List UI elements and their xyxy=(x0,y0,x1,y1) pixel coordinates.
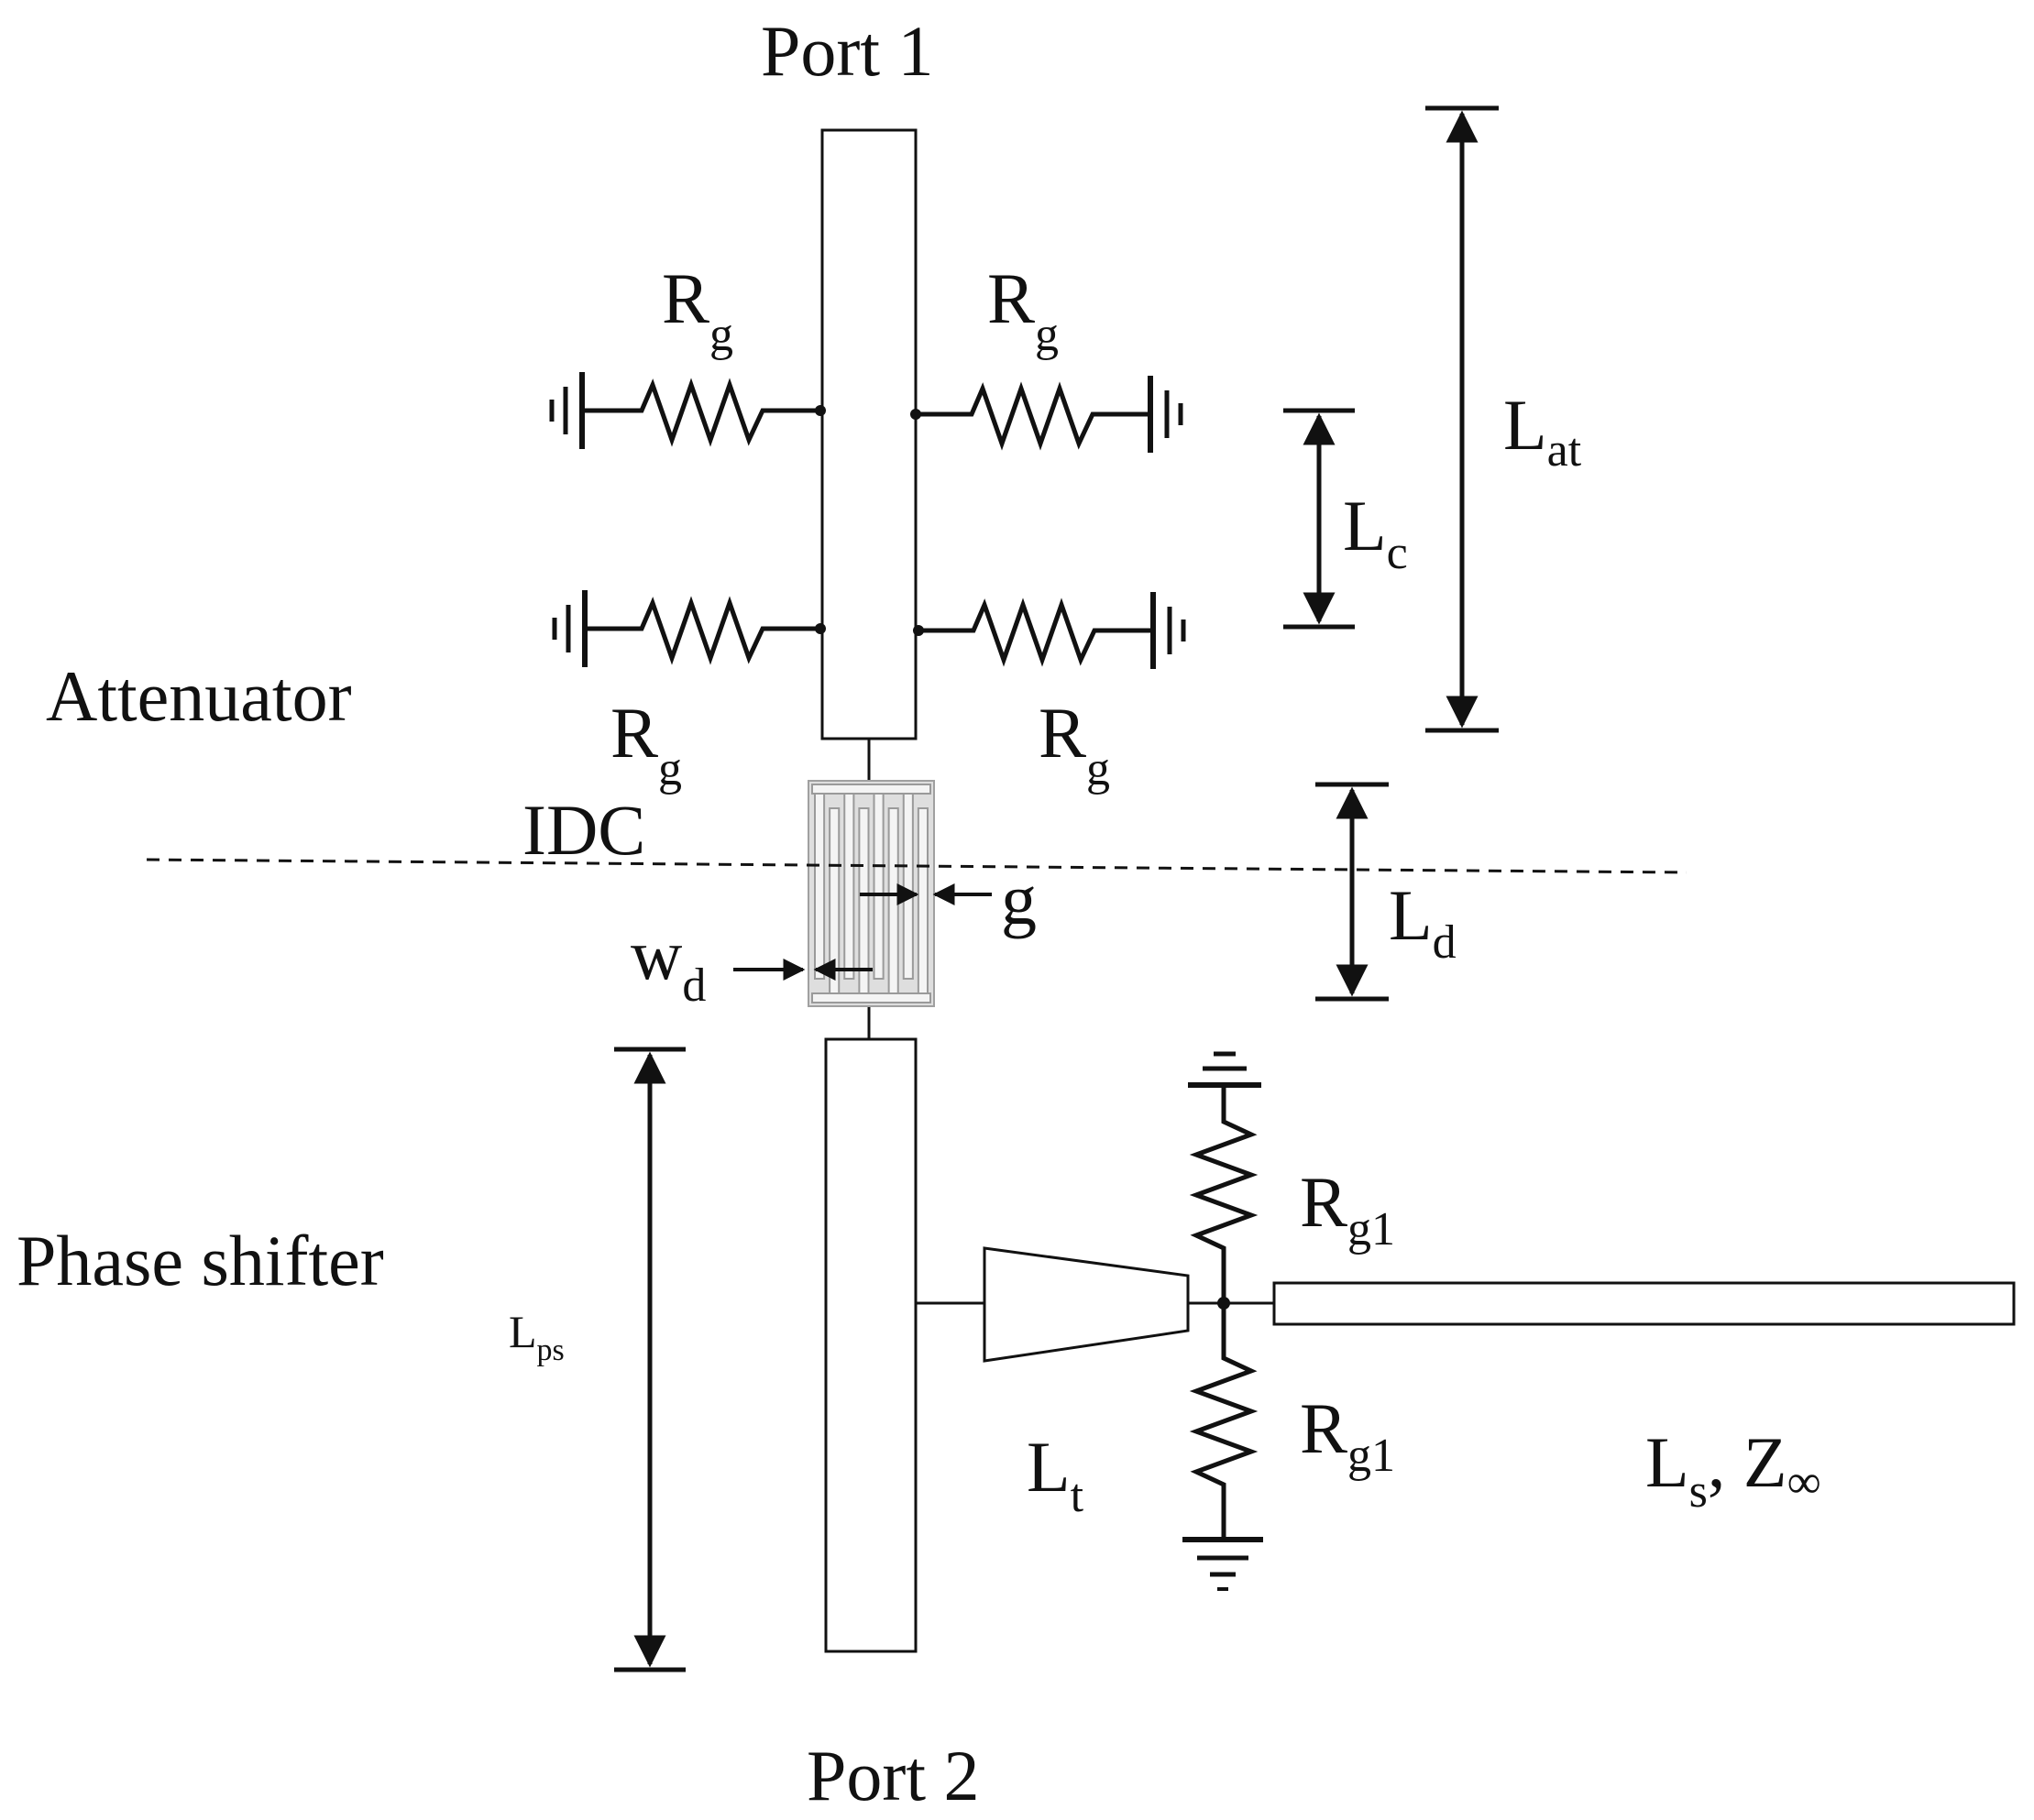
lps-label: Lps xyxy=(509,1306,565,1367)
dimension-ld xyxy=(1315,782,1389,1002)
lt-label: Lt xyxy=(1027,1427,1084,1522)
idc-finger xyxy=(829,807,841,994)
rg-label-top-left: Rg xyxy=(662,258,733,361)
ground-icon xyxy=(1188,1051,1261,1088)
junction-dot xyxy=(910,409,921,420)
dimension-lps xyxy=(614,1047,686,1672)
rg-label-bottom-left: Rg xyxy=(610,693,682,795)
attenuator-line xyxy=(820,128,918,740)
resistor-top-left xyxy=(582,378,822,447)
ld-label: Ld xyxy=(1389,875,1457,969)
rg1-label-bottom: Rg1 xyxy=(1300,1388,1395,1482)
resistor-bottom-left xyxy=(585,596,820,665)
divider-dashed-line xyxy=(146,858,1688,874)
lc-label: Lc xyxy=(1343,486,1408,579)
junction-dot xyxy=(815,405,826,416)
resistor-rg1-top xyxy=(1189,1085,1259,1303)
ground-icon xyxy=(552,590,588,667)
phase-shifter-label: Phase shifter xyxy=(16,1221,384,1300)
ground-icon xyxy=(1150,592,1186,669)
idc-finger xyxy=(814,793,826,980)
rg-label-bottom-right: Rg xyxy=(1039,693,1110,795)
rg1-label-top: Rg1 xyxy=(1300,1162,1395,1255)
idc-finger xyxy=(917,807,929,994)
ground-icon xyxy=(1182,1537,1263,1591)
idc-finger xyxy=(873,793,885,980)
attenuator-label: Attenuator xyxy=(46,656,352,736)
idc-finger xyxy=(887,807,899,994)
g-label: g xyxy=(1001,860,1037,939)
idc-label: IDC xyxy=(522,790,645,870)
phase-shifter-line xyxy=(824,1037,918,1653)
open-stub-line xyxy=(1272,1281,2016,1326)
idc-finger xyxy=(843,793,855,980)
port1-label: Port 1 xyxy=(761,11,934,91)
junction-dot xyxy=(913,625,924,636)
ground-icon xyxy=(1148,376,1183,453)
idc-finger xyxy=(858,807,870,994)
idc-finger xyxy=(902,793,914,980)
wd-label: wd xyxy=(631,915,706,1012)
resistor-top-right xyxy=(916,381,1150,451)
resistor-rg1-bottom xyxy=(1189,1303,1259,1540)
taper-section xyxy=(983,1246,1190,1363)
ground-icon xyxy=(549,372,585,449)
port2-label: Port 2 xyxy=(807,1736,980,1815)
resistor-bottom-right xyxy=(918,598,1153,667)
dimension-lc xyxy=(1283,408,1355,630)
dimension-lat xyxy=(1425,105,1499,733)
lat-label: Lat xyxy=(1503,385,1582,477)
junction-dot xyxy=(815,623,826,634)
ls-z-label: Ls, Z∞ xyxy=(1645,1422,1821,1518)
rg-label-top-right: Rg xyxy=(987,258,1059,361)
